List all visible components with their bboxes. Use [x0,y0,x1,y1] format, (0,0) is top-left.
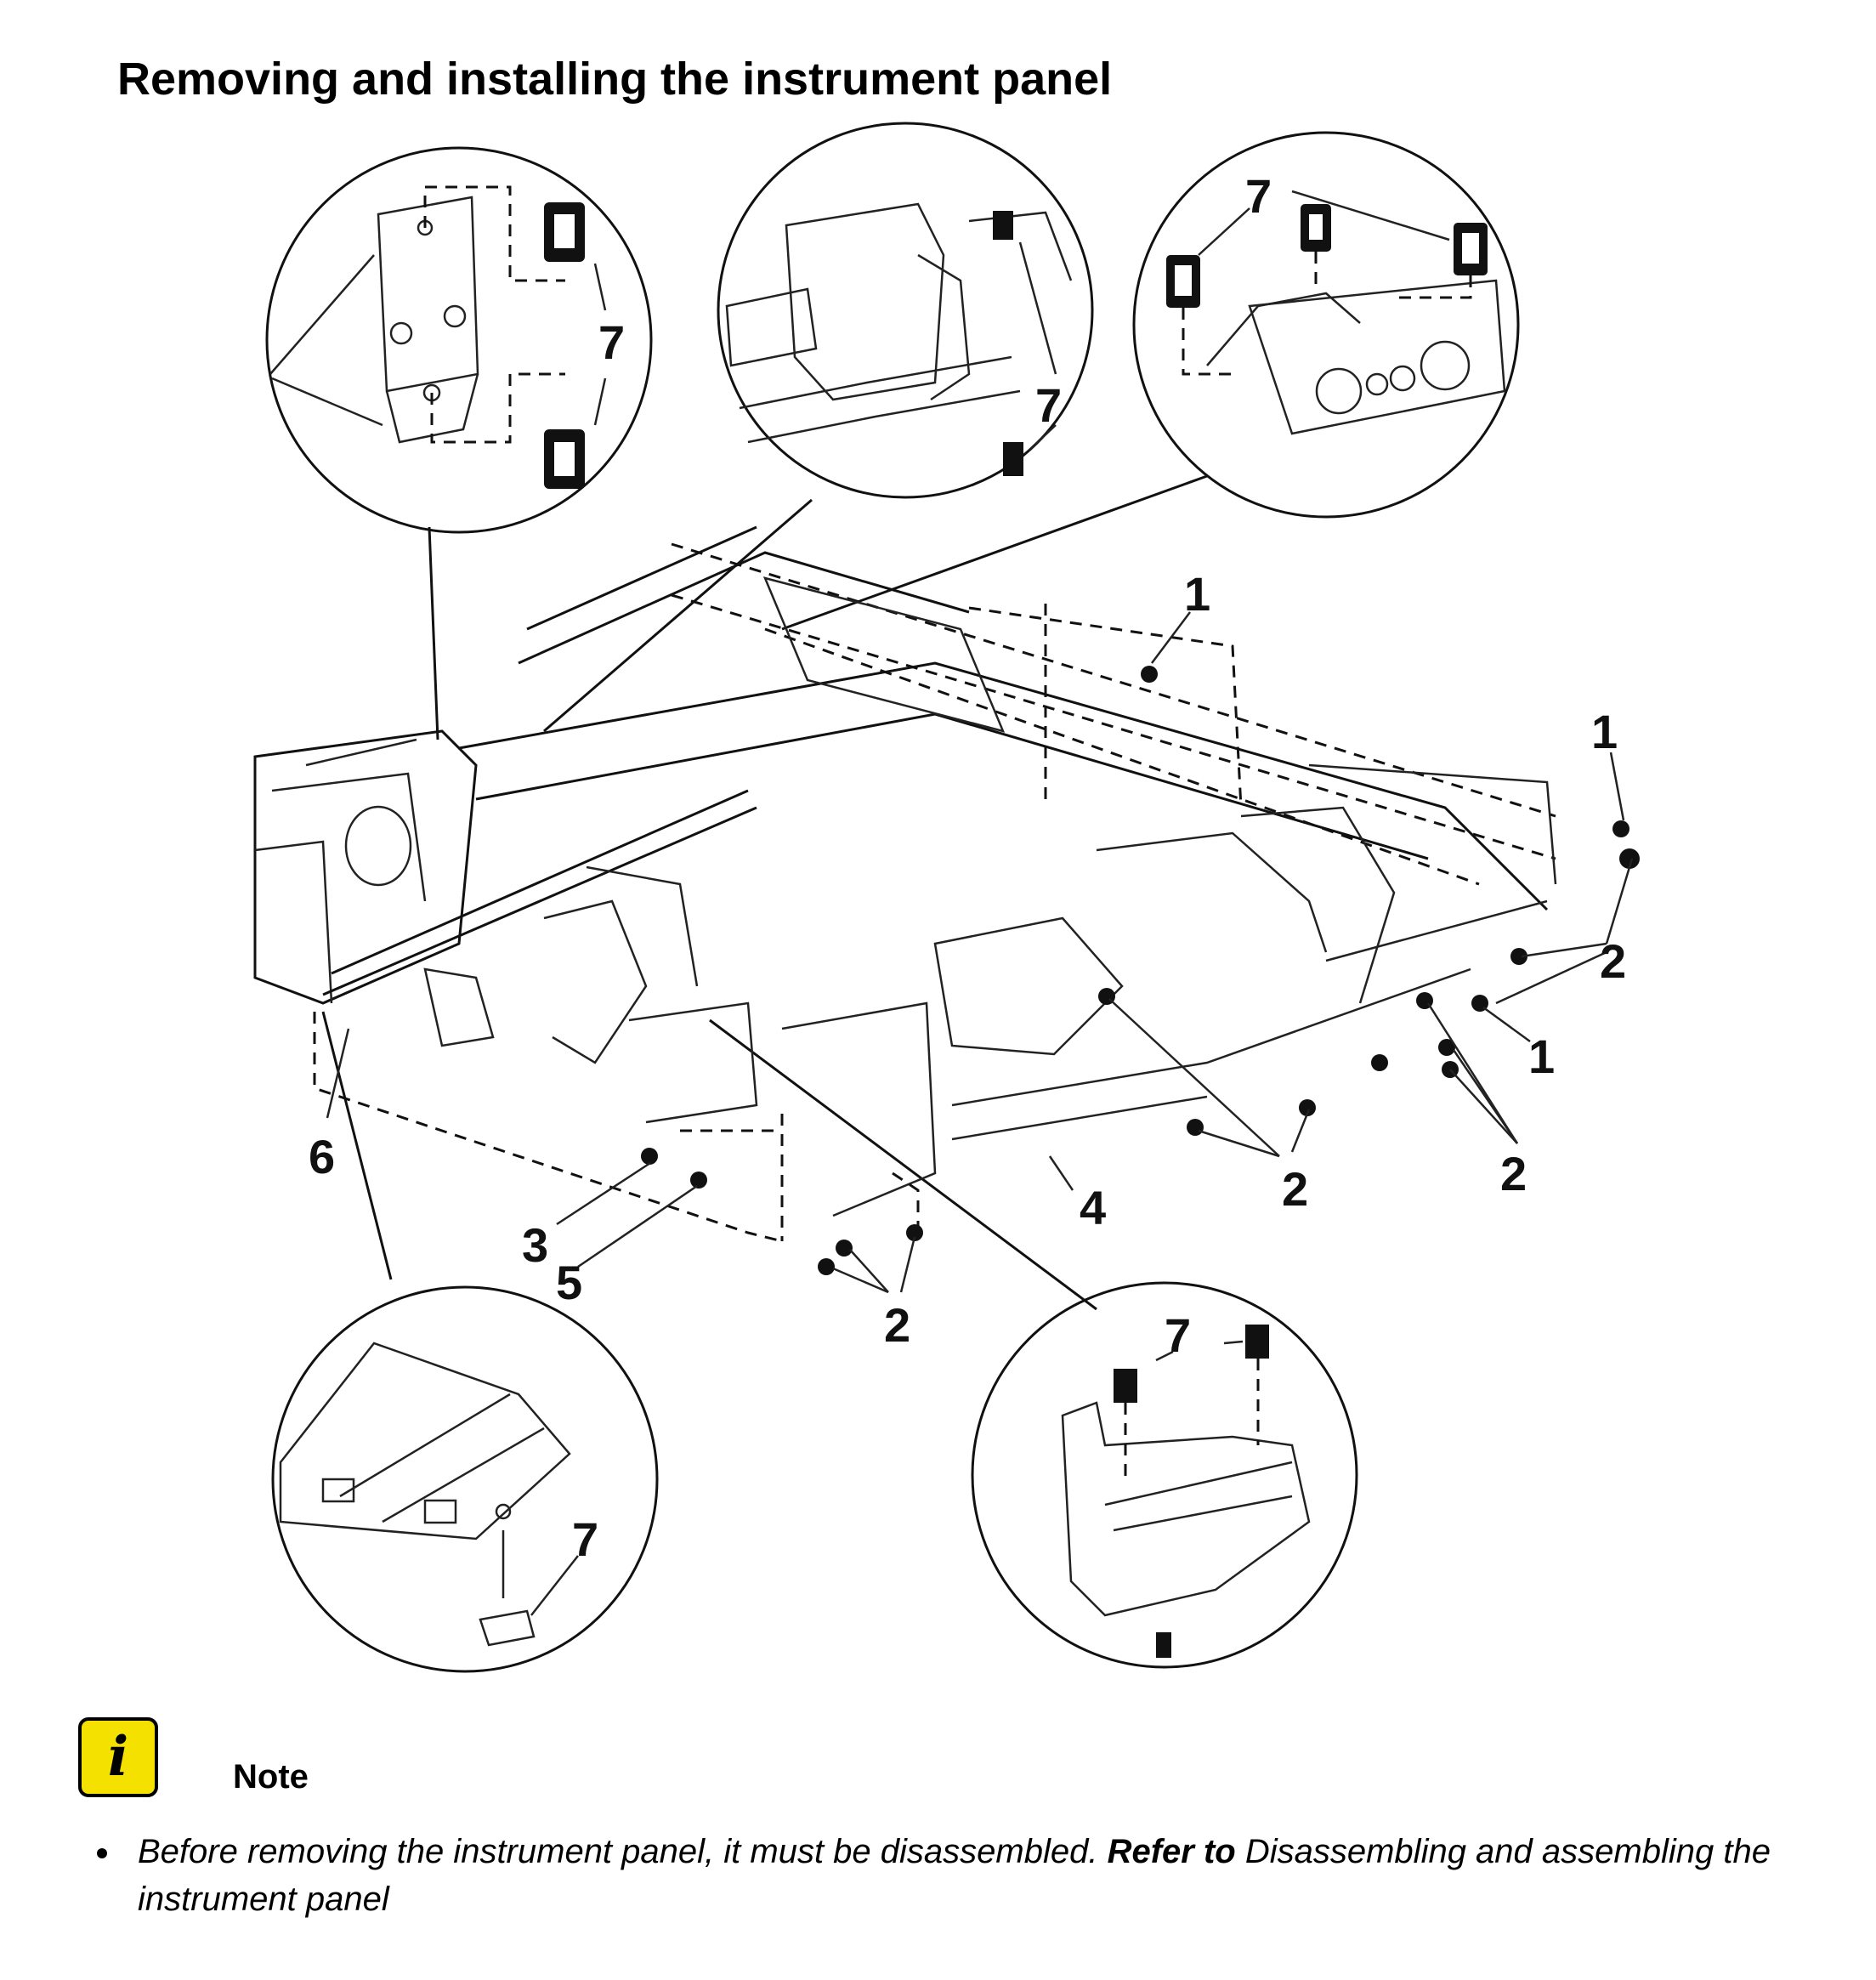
instrument-panel-carrier [253,525,1557,1243]
fasteners [641,666,1640,1275]
callout-labels: 1 1 1 2 2 2 2 3 4 5 6 7 7 7 7 7 [309,169,1626,1566]
info-icon: i [78,1717,158,1797]
detail-circle-top-middle [717,122,1094,499]
callout-1-top: 1 [1184,567,1210,621]
callout-leaders [326,611,1634,1294]
callout-7-top-middle: 7 [1035,378,1062,432]
detail-leader-lines [321,474,1208,1311]
callout-2-center: 2 [1282,1162,1308,1216]
note-list: Before removing the instrument panel, it… [94,1828,1828,1923]
callout-7-bottom-left: 7 [572,1512,598,1566]
callout-2-bottom: 2 [884,1298,910,1352]
callout-5: 5 [556,1256,582,1309]
callout-7-bottom-right: 7 [1165,1308,1191,1362]
note-item-ref: Refer to [1107,1833,1236,1870]
callout-2-right-bottom: 2 [1500,1147,1527,1200]
page-title: Removing and installing the instrument p… [117,54,1113,105]
note-item: Before removing the instrument panel, it… [94,1828,1828,1923]
callout-3: 3 [522,1218,548,1272]
info-icon-glyph: i [107,1725,129,1789]
detail-circle-top-right [1132,131,1520,519]
callout-1-right: 1 [1591,705,1618,758]
detail-circle-bottom-right [971,1281,1358,1669]
note-label: Note [233,1758,309,1796]
callout-7-top-right: 7 [1245,169,1272,223]
note-item-text: Before removing the instrument panel, it… [138,1833,1098,1870]
note-item-link[interactable]: Disassembling and assembling the instrum… [138,1833,1771,1918]
callout-7-top-left: 7 [598,315,625,369]
callout-6: 6 [309,1130,335,1183]
detail-circle-top-left [265,146,653,534]
callout-4: 4 [1080,1181,1106,1234]
callout-2-right-top: 2 [1600,934,1626,988]
callout-1-middle: 1 [1528,1030,1555,1083]
detail-circle-bottom-left [271,1285,659,1673]
